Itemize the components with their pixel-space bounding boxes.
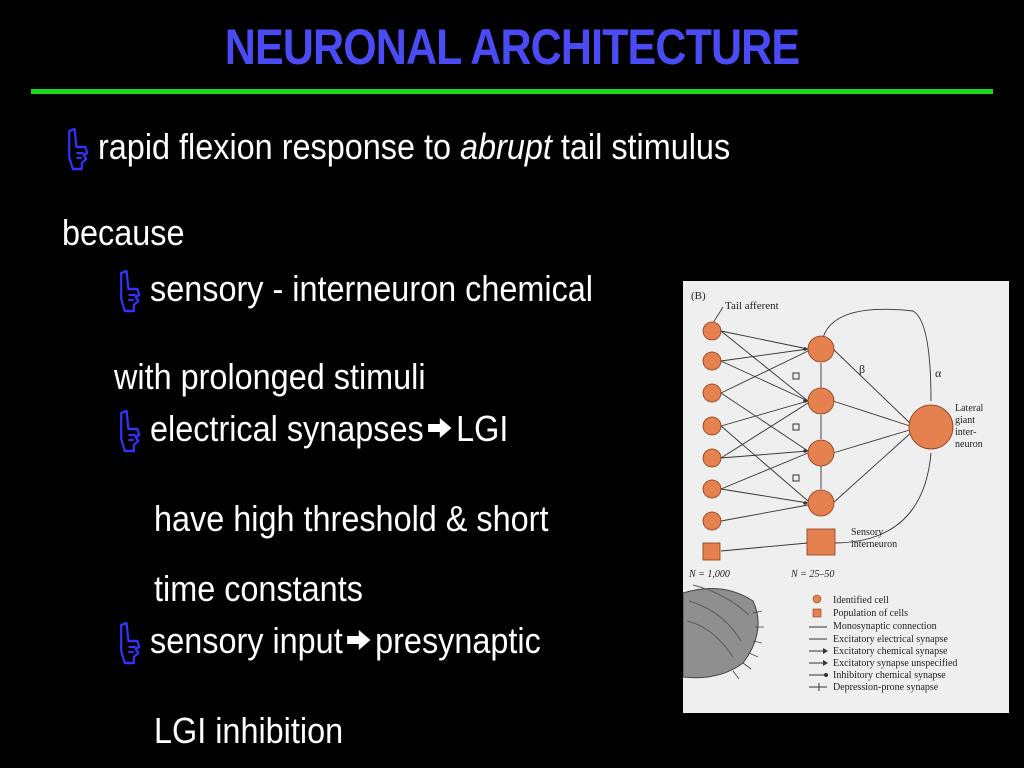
- sub-bullet-text-1-cont: with prolonged stimuli: [114, 356, 426, 397]
- bullet-text-because: because: [62, 212, 185, 253]
- tail-afferent-cells: [702, 321, 722, 561]
- neural-circuit-figure: (B) Tail afferent: [683, 281, 1009, 713]
- alpha-label: α: [935, 366, 942, 380]
- sensory-interneuron-label-2: interneuron: [851, 539, 897, 550]
- lgi-label-3: inter-: [955, 427, 976, 438]
- sub-bullet-2: electrical synapses LGI: [114, 408, 508, 455]
- sub-bullet-1: sensory - interneuron chemical: [114, 268, 593, 315]
- pointing-hand-icon: [120, 269, 141, 313]
- sub-bullet-text-2-cont-2: time constants: [154, 568, 363, 609]
- sub-bullet-3-cont: LGI inhibition: [154, 710, 343, 752]
- sub-bullet-2-cont-2: time constants: [154, 568, 363, 610]
- crayfish-tail-drawing: [683, 584, 764, 680]
- sub-bullet-text-3b: presynaptic: [375, 620, 541, 661]
- sub-bullet-text-1: sensory - interneuron chemical: [150, 268, 594, 309]
- pointing-hand-icon: [120, 621, 141, 665]
- legend-item-2: Population of cells: [833, 608, 908, 619]
- lgi-label-1: Lateral: [955, 403, 984, 414]
- title-divider: [31, 89, 993, 94]
- pointing-hand-icon: [120, 409, 141, 453]
- tail-afferent-label: Tail afferent: [725, 300, 779, 312]
- bullet-text-1b: tail stimulus: [551, 126, 731, 167]
- right-arrow-icon: [347, 630, 371, 650]
- lgi-label-2: giant: [955, 415, 975, 426]
- legend-item-7: Inhibitory chemical synapse: [833, 670, 946, 681]
- bullet-line-2: because: [62, 212, 184, 254]
- legend-item-8: Depression-prone synapse: [833, 682, 939, 693]
- figure-panel-label: (B): [691, 290, 706, 302]
- sub-bullet-text-2-cont-1: have high threshold & short: [154, 498, 549, 539]
- sensory-interneuron-label-1: Sensory: [851, 527, 883, 538]
- n-right-label: N = 25–50: [790, 569, 834, 580]
- sub-bullet-text-2b: LGI: [456, 408, 509, 449]
- sub-bullet-text-3-cont: LGI inhibition: [154, 710, 344, 751]
- sub-bullet-3: sensory input presynaptic: [114, 620, 541, 667]
- legend-item-1: Identified cell: [833, 595, 889, 606]
- interneuron-cells: [806, 335, 954, 556]
- bullet-line-1: rapid flexion response to abrupt tail st…: [62, 126, 730, 173]
- sub-bullet-text-2a: electrical synapses: [150, 408, 424, 449]
- figure-legend: Identified cell Population of cells Mono…: [809, 594, 957, 693]
- legend-item-6: Excitatory synapse unspecified: [833, 658, 957, 669]
- legend-item-3: Monosynaptic connection: [833, 621, 937, 632]
- lgi-label-4: neuron: [955, 439, 983, 450]
- bullet-text-1-emphasis: abrupt: [460, 126, 552, 167]
- legend-item-4: Excitatory electrical synapse: [833, 634, 949, 645]
- afferent-connections: [720, 308, 932, 552]
- beta-label: β: [859, 362, 865, 376]
- sub-bullet-1-cont: with prolonged stimuli: [114, 356, 426, 398]
- bullet-text-1a: rapid flexion response to: [98, 126, 461, 167]
- sub-bullet-text-3a: sensory input: [150, 620, 343, 661]
- synapse-marks: [792, 347, 807, 505]
- slide-title: NEURONAL ARCHITECTURE: [224, 19, 800, 75]
- legend-item-5: Excitatory chemical synapse: [833, 646, 948, 657]
- pointing-hand-icon: [68, 127, 89, 171]
- sub-bullet-2-cont-1: have high threshold & short: [154, 498, 548, 540]
- n-left-label: N = 1,000: [688, 569, 730, 580]
- right-arrow-icon: [428, 418, 452, 438]
